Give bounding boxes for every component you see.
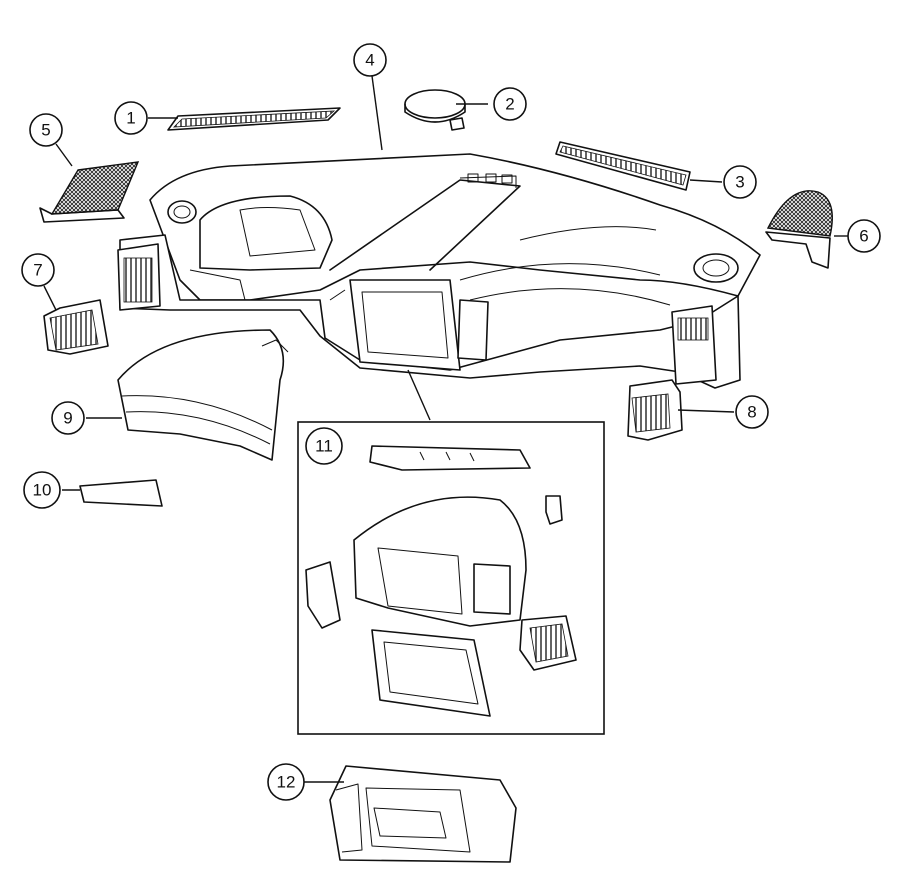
part-8-outer-vent — [627, 379, 683, 441]
part-11-assembly-box — [297, 421, 605, 735]
callout-10: 10 — [23, 471, 61, 509]
callout-6: 6 — [847, 219, 881, 253]
part-10-trim-strip — [79, 479, 163, 507]
callout-3: 3 — [723, 165, 757, 199]
callout-8: 8 — [735, 395, 769, 429]
callout-10-label: 10 — [33, 481, 52, 500]
part-5-speaker-grille — [39, 161, 140, 223]
callout-12-label: 12 — [277, 773, 296, 792]
part-4-instrument-panel — [117, 153, 761, 389]
part-12-lower-bezel — [329, 765, 517, 863]
part-7-outer-vent — [43, 299, 109, 355]
callout-5-label: 5 — [41, 121, 50, 140]
callout-4: 4 — [353, 43, 387, 77]
part-2-speaker — [404, 89, 466, 131]
callout-9: 9 — [51, 401, 85, 435]
callout-12: 12 — [267, 763, 305, 801]
callout-9-label: 9 — [63, 409, 72, 428]
callout-2-label: 2 — [505, 95, 514, 114]
part-1-defroster-grille — [167, 107, 341, 131]
part-9-cluster-bezel — [117, 329, 289, 461]
leader-lines — [43, 75, 848, 783]
callout-11: 11 — [305, 427, 343, 465]
callout-11-label: 11 — [315, 437, 333, 456]
callout-5: 5 — [29, 113, 63, 147]
callout-4-label: 4 — [365, 51, 374, 70]
callout-7: 7 — [21, 253, 55, 287]
part-6-speaker-grille — [765, 190, 833, 269]
callout-2: 2 — [493, 87, 527, 121]
callout-7-label: 7 — [33, 261, 42, 280]
callout-3-label: 3 — [735, 173, 744, 192]
callout-1-label: 1 — [126, 109, 135, 128]
callout-6-label: 6 — [859, 227, 868, 246]
callout-1: 1 — [114, 101, 148, 135]
part-3-defroster-grille — [555, 141, 691, 191]
callout-8-label: 8 — [747, 403, 756, 422]
